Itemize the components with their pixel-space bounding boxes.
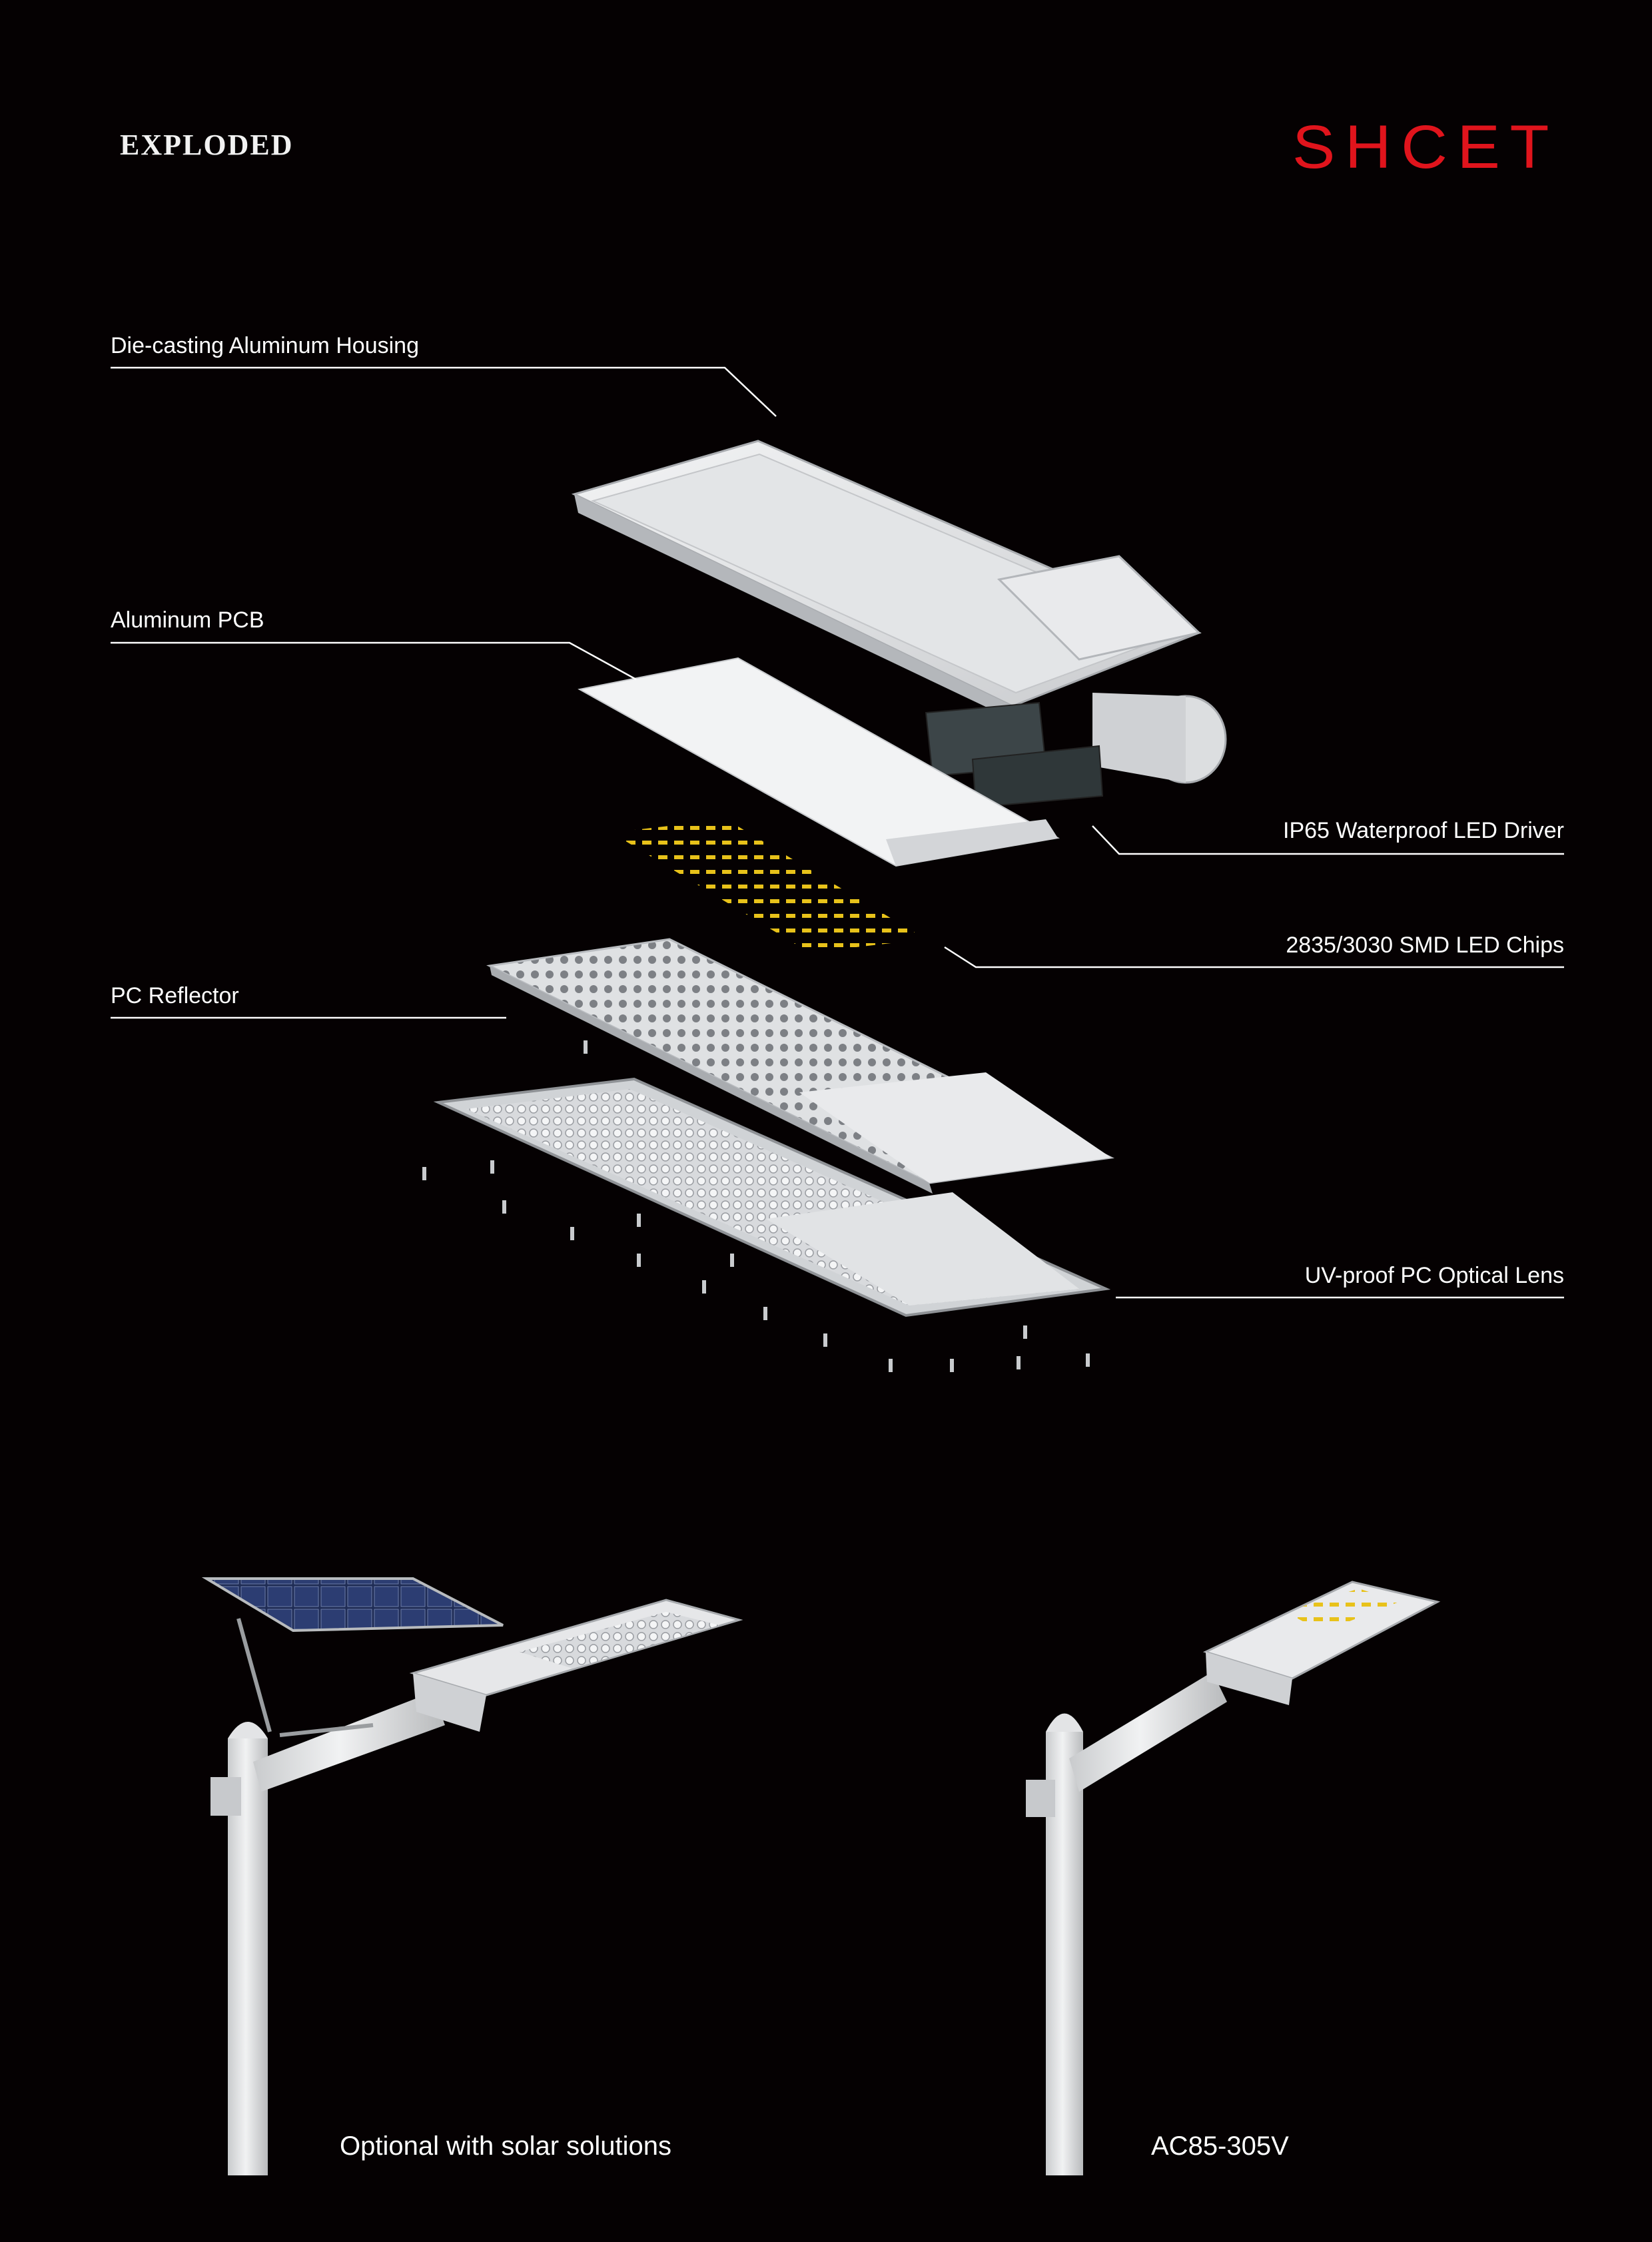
ac-caption: AC85-305V (1151, 2131, 1289, 2161)
page-heading: EXPLODED (120, 129, 294, 161)
brand-logo: SHCET (1292, 113, 1559, 180)
leader-chips (944, 946, 1564, 968)
solar-street-light (201, 1577, 743, 2175)
ac-street-light (1026, 1581, 1441, 2175)
solar-caption: Optional with solar solutions (340, 2131, 672, 2161)
reflector-part (486, 938, 1115, 1194)
lens-part (433, 1077, 1111, 1317)
callout-driver: IP65 Waterproof LED Driver (1283, 818, 1564, 843)
callout-pcb: Aluminum PCB (111, 607, 264, 633)
callout-housing: Die-casting Aluminum Housing (111, 333, 419, 358)
leader-driver (1092, 825, 1564, 855)
leader-pcb (111, 641, 637, 681)
brand-logo-text: SHCET (1292, 113, 1559, 180)
callout-reflector: PC Reflector (111, 983, 239, 1008)
led-chips-part (612, 819, 926, 952)
pcb-part (578, 657, 1060, 867)
housing-part (571, 440, 1227, 784)
callout-chips: 2835/3030 SMD LED Chips (1286, 933, 1564, 958)
leader-housing (111, 366, 777, 417)
callout-lens: UV-proof PC Optical Lens (1304, 1263, 1564, 1288)
screws (422, 1040, 1090, 1372)
